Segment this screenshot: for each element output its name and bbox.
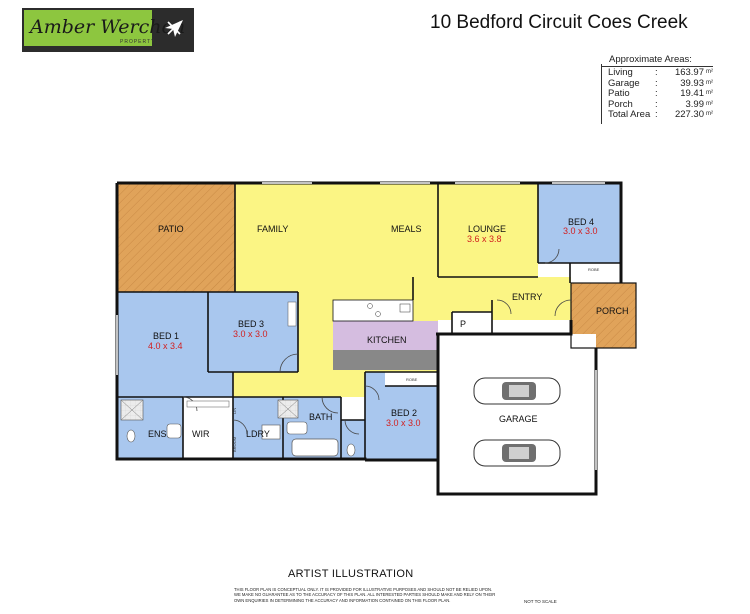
- patio-floor: [117, 183, 235, 292]
- logo-panel: Amber Werchon PROPERTY: [24, 10, 185, 46]
- robe2-floor: [385, 372, 438, 386]
- kitchen-sink: [399, 303, 411, 313]
- robe4-floor: [570, 263, 621, 277]
- room-label-bed3: BED 3: [238, 319, 264, 329]
- logo-wordmark: Amber Werchon: [30, 16, 186, 38]
- room-label-porch: PORCH: [596, 306, 629, 316]
- brand-logo: Amber Werchon PROPERTY: [22, 8, 194, 52]
- room-label-robe-bed2: ROBE: [406, 377, 418, 382]
- room-label-lounge: LOUNGE: [468, 224, 506, 234]
- area-label: Patio: [608, 88, 630, 99]
- room-size-bed1: 4.0 x 3.4: [148, 341, 183, 351]
- bed3-floor: [208, 292, 298, 372]
- kitchen-bench-top: [332, 299, 414, 322]
- area-label: Total Area: [608, 109, 651, 120]
- disclaimer-text: THIS FLOOR PLAN IS CONCEPTUAL ONLY. IT I…: [234, 587, 496, 603]
- lounge-floor: [438, 183, 538, 277]
- scale-note: NOT TO SCALE: [524, 599, 557, 604]
- area-label: Garage: [608, 77, 640, 89]
- room-label-garage: GARAGE: [499, 414, 538, 424]
- cooktop-2: [375, 311, 381, 317]
- room-label-wir: WIR: [192, 429, 210, 439]
- area-table-divider: [601, 64, 602, 124]
- car-top: [473, 377, 561, 405]
- area-value: 3.99: [685, 98, 705, 110]
- wir-shelf: [186, 400, 230, 408]
- area-value: 39.93: [680, 77, 704, 89]
- area-unit: m²: [706, 111, 713, 117]
- cooktop-1: [367, 303, 373, 309]
- room-size-bed3: 3.0 x 3.0: [233, 329, 268, 339]
- room-label-patio: PATIO: [158, 224, 184, 234]
- area-unit: m²: [706, 90, 713, 96]
- room-size-bed4: 3.0 x 3.0: [563, 226, 598, 236]
- area-value: 163.97: [674, 67, 704, 78]
- area-unit: m²: [706, 100, 713, 107]
- family-meals-floor: [235, 183, 438, 292]
- inner-walls: [117, 183, 621, 460]
- room-label-robe-bed4: ROBE: [588, 267, 600, 272]
- area-label: Living: [608, 67, 633, 78]
- property-address-title: 10 Bedford Circuit Coes Creek: [430, 12, 688, 33]
- room-label-meals: MEALS: [391, 224, 422, 234]
- car-bottom: [473, 439, 561, 467]
- room-label-pantry: P: [460, 319, 466, 329]
- vanity-bath: [286, 421, 308, 435]
- toilet-wc: [346, 443, 356, 457]
- laundry-tub: [261, 424, 281, 440]
- room-label-bed2: BED 2: [391, 408, 417, 418]
- area-label: Porch: [608, 98, 633, 110]
- bathtub: [291, 438, 339, 457]
- area-value: 227.30: [674, 109, 704, 120]
- garage-floor: [438, 334, 596, 494]
- bed3-robe: [287, 301, 297, 327]
- room-size-bed2: 3.0 x 3.0: [386, 418, 421, 428]
- hall-floor: [233, 372, 365, 397]
- room-label-bath: BATH: [309, 412, 332, 422]
- room-label-kitchen: KITCHEN: [367, 335, 407, 345]
- pantry-floor: [452, 312, 492, 334]
- wir-floor: [183, 397, 233, 459]
- area-unit: m²: [706, 79, 713, 86]
- area-table-heading: Approximate Areas:: [601, 54, 713, 67]
- area-unit: m²: [706, 69, 713, 75]
- room-label-bed1: BED 1: [153, 331, 179, 341]
- vanity-ens: [166, 423, 182, 439]
- bed4-floor: [538, 183, 621, 263]
- room-label-entry: ENTRY: [512, 292, 542, 302]
- artist-illustration-heading: ARTIST ILLUSTRATION: [288, 568, 414, 580]
- porch-outline: [570, 282, 637, 349]
- room-label-linen: LIN: [232, 408, 237, 414]
- shower-bath-cross: [277, 399, 299, 419]
- star-arrow-icon: [165, 20, 183, 37]
- room-label-bed4: BED 4: [568, 217, 594, 227]
- room-size-lounge: 3.6 x 3.8: [467, 234, 502, 244]
- room-label-ens: ENS: [148, 429, 167, 439]
- toilet-ens: [126, 429, 136, 443]
- kitchen-bench-bottom: [333, 350, 438, 370]
- logo-tagline: PROPERTY: [120, 39, 156, 45]
- room-label-ldry: LDRY: [246, 429, 270, 439]
- area-value: 19.41: [680, 88, 704, 99]
- room-label-family: FAMILY: [257, 224, 288, 234]
- windows: [116, 182, 605, 470]
- shower-ens-cross: [120, 399, 144, 421]
- room-label-broom: BROOM: [232, 437, 237, 452]
